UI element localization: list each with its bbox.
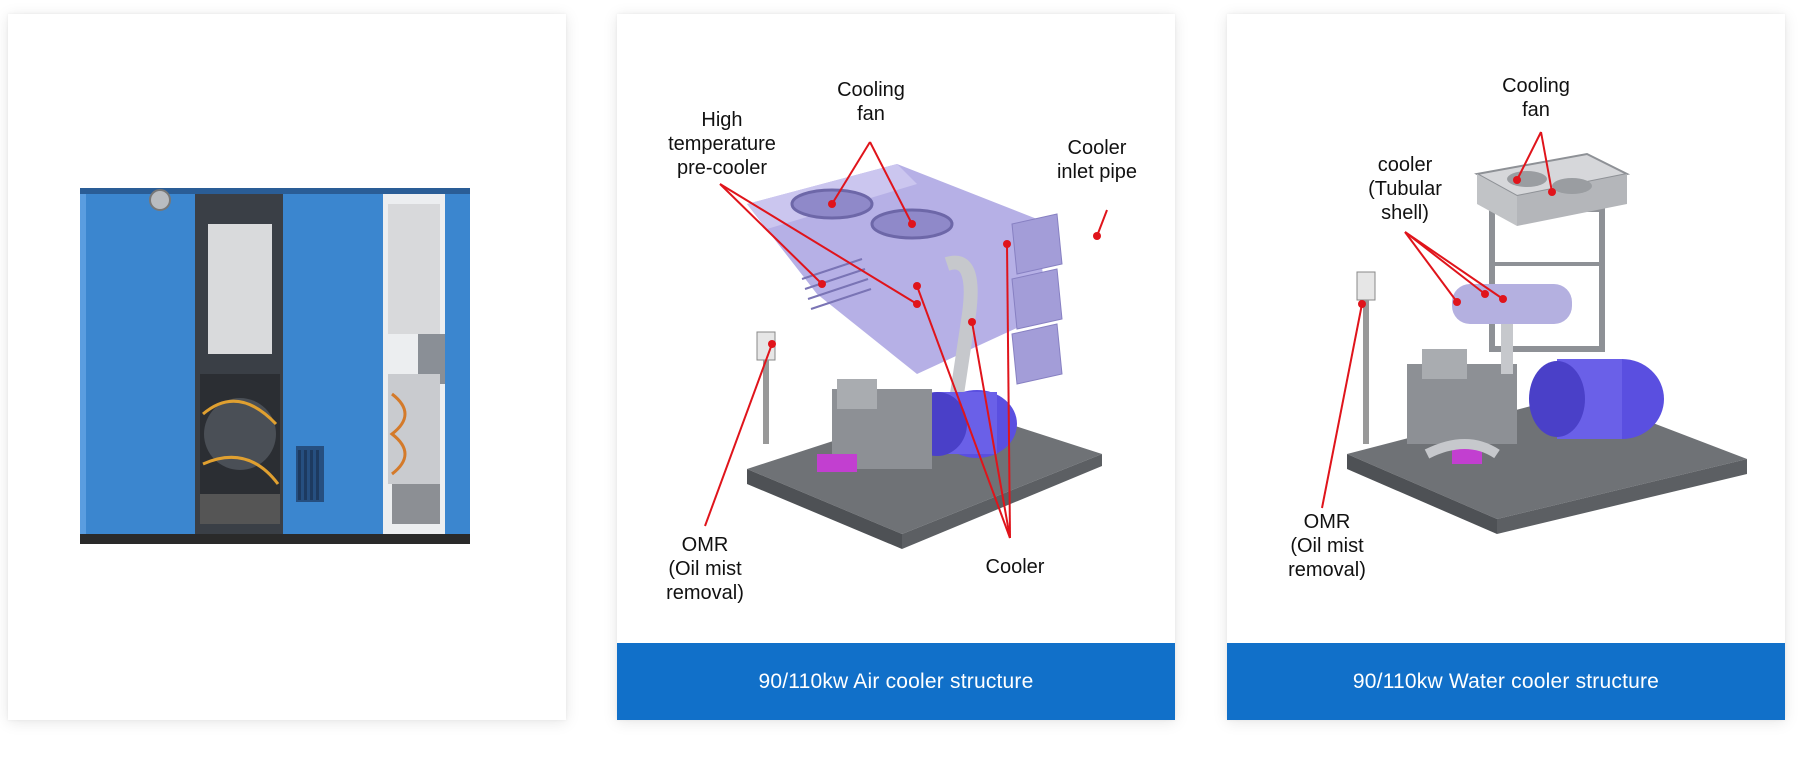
caption-air-cooler: 90/110kw Air cooler structure [617,643,1175,720]
product-card-cabinet[interactable] [8,14,566,720]
label-omr: OMR (Oil mist removal) [666,534,744,604]
label-cooling-fan: Cooling fan [1502,75,1570,121]
air-cooled-compressor-diagram-icon [704,141,1108,549]
compressor-cabinet-photo-icon [80,188,470,544]
label-cooler-tubular-shell: cooler (Tubular shell) [1368,154,1442,224]
product-card-air-cooler[interactable]: Cooling fan High temperature pre-cooler … [617,14,1175,720]
product-card-water-cooler[interactable]: Cooling fan cooler (Tubular shell) OMR (… [1227,14,1785,720]
caption-water-cooler: 90/110kw Water cooler structure [1227,643,1785,720]
air-cooler-diagram: Cooling fan High temperature pre-cooler … [617,14,1175,642]
label-high-temperature-pre-cooler: High temperature pre-cooler [668,109,776,179]
label-omr: OMR (Oil mist removal) [1288,511,1366,581]
water-cooled-compressor-diagram-icon [1321,131,1747,534]
label-cooling-fan: Cooling fan [837,79,905,125]
water-cooler-diagram: Cooling fan cooler (Tubular shell) OMR (… [1227,14,1785,642]
label-cooler-inlet-pipe: Cooler inlet pipe [1056,137,1138,183]
cabinet-image [8,14,566,642]
label-cooler: Cooler [985,556,1045,578]
